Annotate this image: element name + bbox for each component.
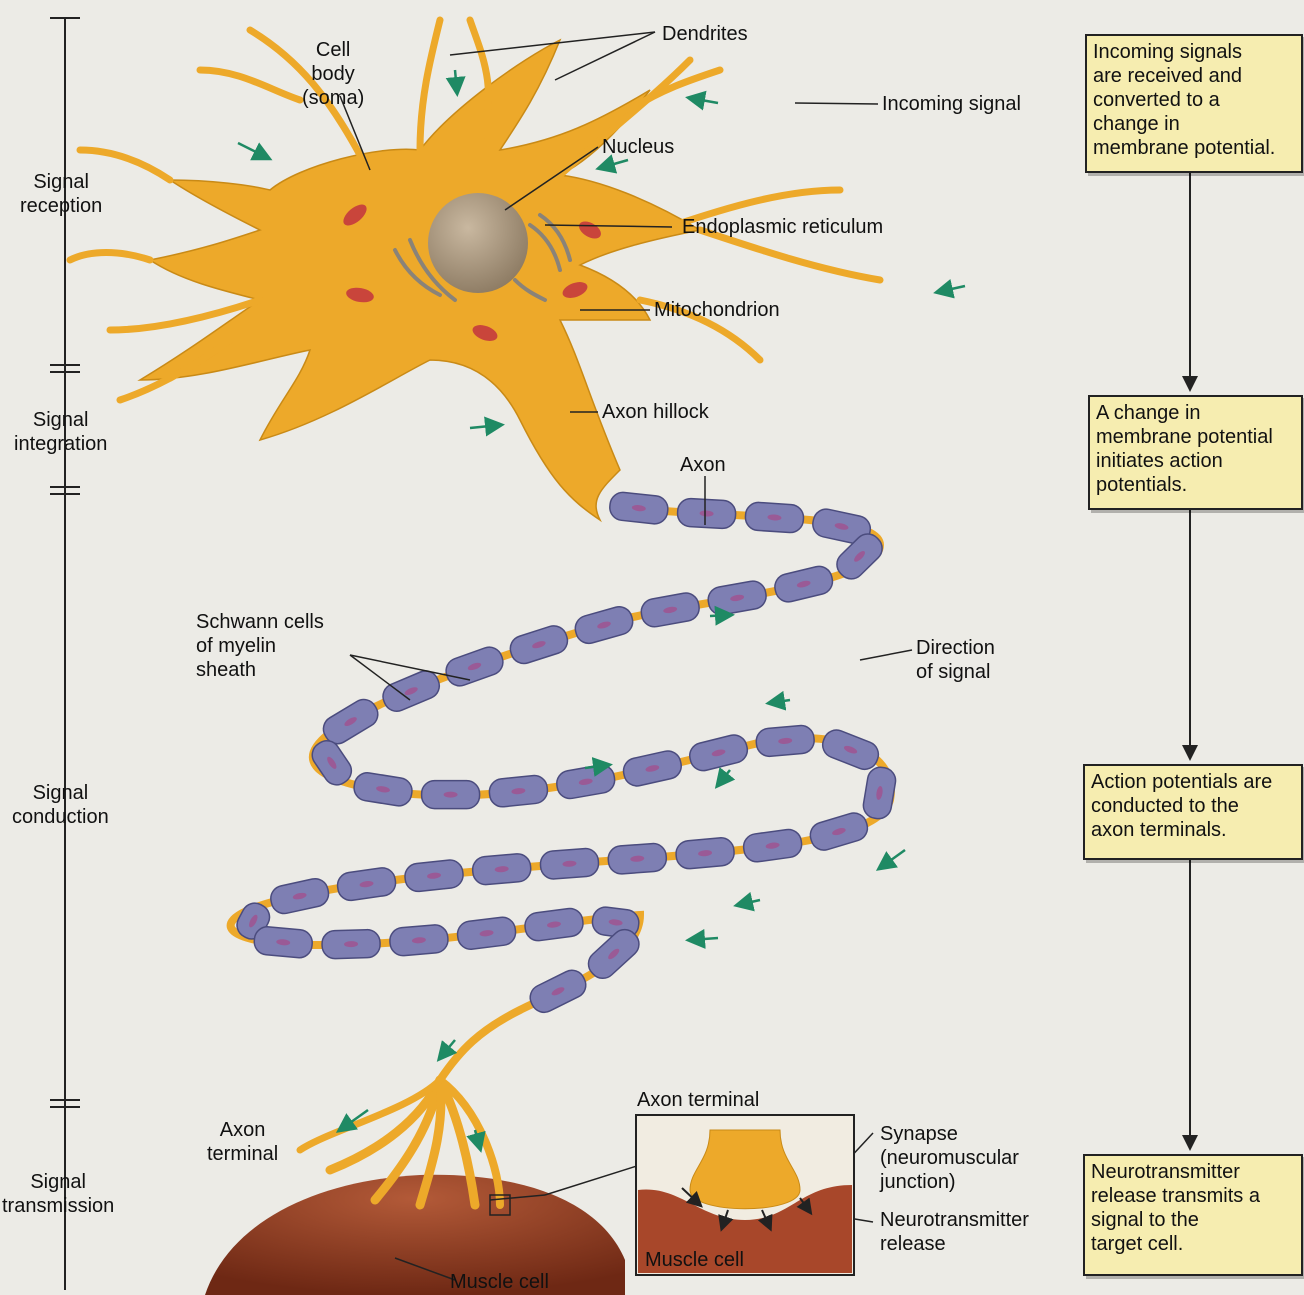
box-reception: Incoming signals are received and conver… <box>1085 34 1303 173</box>
nucleus-shape <box>428 193 528 293</box>
label-axon-terminal: Axon terminal <box>207 1118 278 1166</box>
label-incoming-signal: Incoming signal <box>882 92 1021 116</box>
label-muscle-cell: Muscle cell <box>450 1270 549 1294</box>
stage-label-transmission: Signal transmission <box>2 1170 114 1218</box>
label-mitochondrion: Mitochondrion <box>654 298 780 322</box>
box-transmission: Neurotransmitter release transmits a sig… <box>1083 1154 1303 1276</box>
label-dendrites: Dendrites <box>662 22 748 46</box>
label-nucleus: Nucleus <box>602 135 674 159</box>
label-endoplasmic-reticulum: Endoplasmic reticulum <box>682 215 883 239</box>
label-neurotransmitter-release: Neurotransmitter release <box>880 1208 1029 1256</box>
stage-label-integration: Signal integration <box>14 408 107 456</box>
schwann-cell-nucleus <box>444 792 458 798</box>
label-axon-terminal-inset: Axon terminal <box>637 1088 759 1112</box>
stage-label-conduction: Signal conduction <box>12 781 109 829</box>
cell-body <box>70 20 880 520</box>
box-integration: A change in membrane potential initiates… <box>1088 395 1303 510</box>
label-axon-hillock: Axon hillock <box>602 400 709 424</box>
label-synapse: Synapse (neuromuscular junction) <box>880 1122 1019 1194</box>
label-cell-body: Cell body (soma) <box>302 38 364 110</box>
label-axon: Axon <box>680 453 726 477</box>
stage-label-reception: Signal reception <box>20 170 102 218</box>
label-schwann-cells: Schwann cells of myelin sheath <box>196 610 324 682</box>
label-muscle-cell-inset: Muscle cell <box>645 1248 744 1272</box>
myelin-sheath <box>232 491 897 1017</box>
muscle-cell-shape <box>205 1175 625 1295</box>
box-conduction: Action potentials are conducted to the a… <box>1083 764 1303 860</box>
label-direction-of-signal: Direction of signal <box>916 636 995 684</box>
